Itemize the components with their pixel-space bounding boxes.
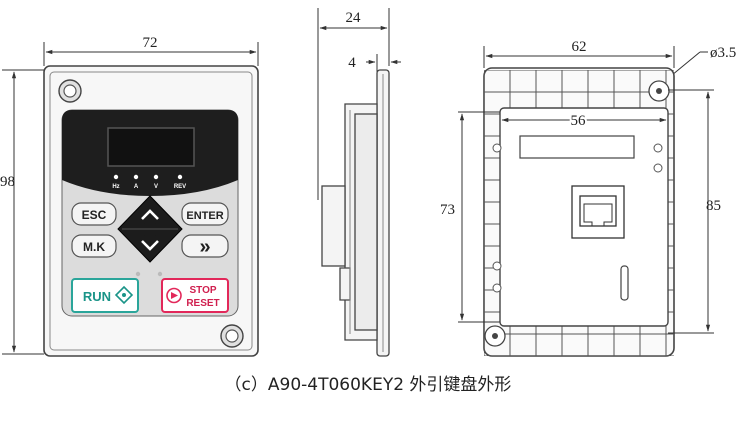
svg-text:»: » — [199, 236, 210, 258]
inner-height-label: 73 — [440, 202, 455, 218]
mounting-hole-icon — [484, 325, 506, 347]
label-slot — [519, 135, 635, 159]
front-screw-icon — [58, 79, 82, 103]
status-indicators: Hz A V REV — [112, 174, 186, 190]
svg-text:RESET: RESET — [186, 298, 219, 309]
lcd-display — [107, 127, 195, 167]
side-depth-label: 24 — [346, 10, 362, 26]
side-depth-dimension — [317, 8, 390, 200]
indicator-v: V — [154, 184, 158, 190]
inner-height-dimension — [458, 111, 500, 323]
inner-width-label: 56 — [571, 113, 587, 129]
front-screw-icon — [220, 324, 244, 348]
chevron-down-icon — [141, 240, 159, 251]
side-view: 24 4 — [317, 8, 401, 357]
outer-height-dimension — [668, 89, 714, 334]
svg-text:ENTER: ENTER — [186, 210, 223, 222]
side-flange-label: 4 — [348, 55, 356, 71]
shift-button[interactable]: » — [181, 234, 229, 258]
svg-text:ESC: ESC — [82, 208, 107, 222]
svg-text:RUN: RUN — [83, 289, 111, 304]
back-width-label: 62 — [572, 39, 587, 55]
back-width-dimension — [483, 46, 675, 68]
enter-button[interactable]: ENTER — [181, 202, 229, 226]
esc-button[interactable]: ESC — [71, 202, 117, 226]
stop-icon — [166, 287, 182, 304]
mk-button[interactable]: M.K — [71, 234, 117, 258]
front-width-label: 72 — [143, 35, 158, 51]
down-arrow-button[interactable] — [139, 234, 161, 256]
svg-text:M.K: M.K — [83, 240, 105, 254]
outer-height-label: 85 — [706, 198, 721, 214]
front-height-label: 98 — [0, 174, 15, 190]
indicator-hz: Hz — [112, 184, 119, 190]
stop-reset-button[interactable]: STOP RESET — [161, 278, 229, 313]
navigation-pad — [117, 195, 183, 263]
side-flange-dimension — [366, 54, 401, 72]
hole-diameter-label: ø3.5 — [710, 45, 736, 61]
figure-caption: （c）A90-4T060KEY2 外引键盘外形 — [225, 375, 512, 395]
run-button[interactable]: RUN — [71, 278, 139, 313]
indicator-a: A — [134, 184, 139, 190]
front-width-dimension — [43, 42, 259, 66]
front-view: 72 98 Hz A — [0, 35, 259, 357]
up-arrow-button[interactable] — [139, 203, 161, 225]
svg-text:STOP: STOP — [189, 285, 216, 296]
run-icon — [114, 285, 134, 305]
chevron-up-icon — [141, 209, 159, 220]
back-view: 62 ø3.5 56 73 — [440, 39, 736, 357]
indicator-rev: REV — [174, 184, 186, 190]
rj45-port-icon — [571, 185, 625, 239]
front-height-dimension — [2, 69, 44, 355]
mounting-hole-icon — [648, 80, 670, 102]
